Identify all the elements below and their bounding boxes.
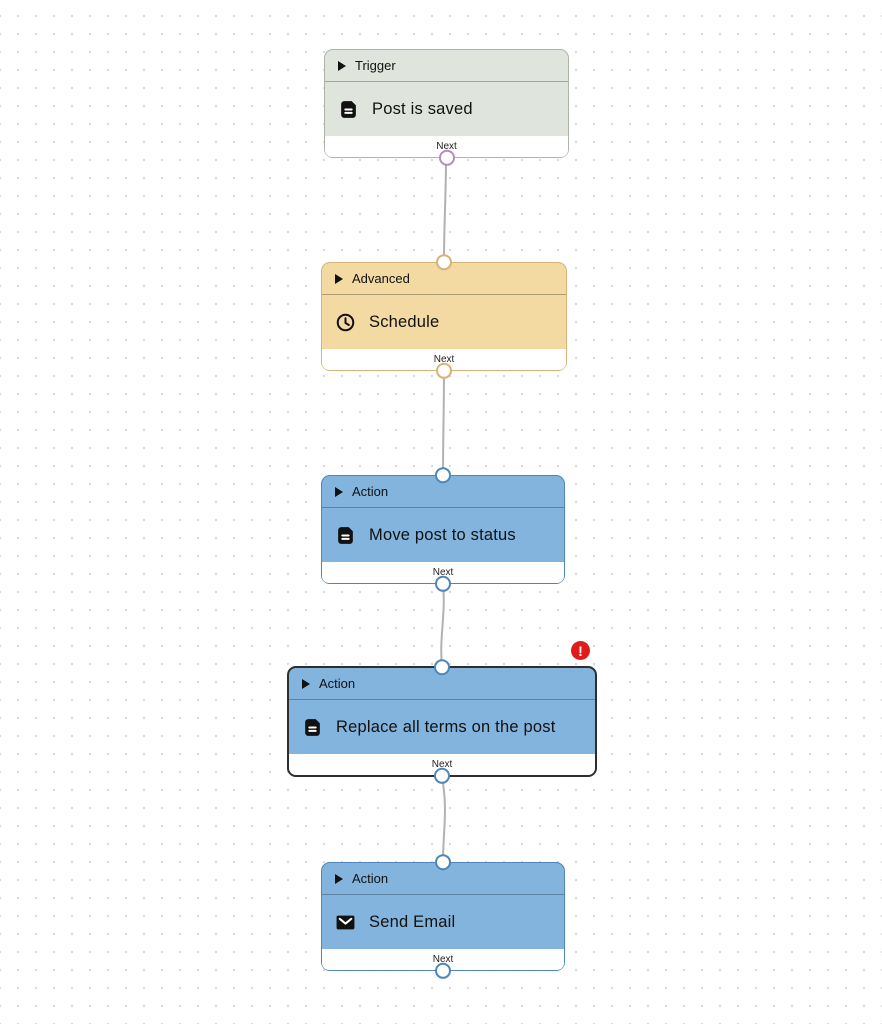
next-label: Next [432, 954, 454, 965]
node-category-label: Action [352, 871, 389, 886]
node-footer: Next [322, 349, 566, 370]
node-title: Replace all terms on the post [336, 717, 556, 736]
node-header[interactable]: Action [322, 863, 564, 895]
node-title: Move post to status [369, 525, 516, 544]
edge-replace-terms-to-send-email[interactable] [441, 776, 446, 863]
edge-trigger-to-schedule[interactable] [443, 157, 447, 263]
node-action-send-email[interactable]: Action Send Email Next [321, 854, 565, 979]
node-category-label: Advanced [352, 271, 410, 286]
node-footer: Next [325, 136, 568, 157]
next-label: Next [436, 141, 457, 152]
node-title: Post is saved [372, 99, 473, 118]
collapse-triangle-icon[interactable] [335, 273, 343, 284]
source-handle[interactable] [435, 962, 451, 979]
post-icon [341, 100, 356, 118]
target-handle[interactable] [435, 854, 451, 871]
error-glyph: ! [578, 642, 583, 659]
next-label: Next [433, 354, 455, 365]
source-handle[interactable] [438, 149, 455, 166]
collapse-triangle-icon[interactable] [338, 60, 346, 71]
node-title: Schedule [369, 312, 440, 331]
error-badge-icon: ! [571, 641, 590, 660]
mail-icon [336, 915, 355, 929]
collapse-triangle-icon[interactable] [335, 486, 343, 497]
node-body[interactable]: Post is saved [325, 82, 568, 136]
node-category-label: Action [352, 484, 389, 499]
source-handle[interactable] [434, 767, 450, 784]
node-trigger-post-is-saved[interactable]: Trigger Post is saved Next [324, 49, 569, 166]
target-handle[interactable] [435, 467, 451, 484]
next-label: Next [431, 759, 453, 770]
node-header[interactable]: Trigger [325, 50, 568, 82]
node-action-replace-all-terms[interactable]: ! Action Replace all terms on the post N… [287, 641, 597, 784]
node-footer: Next [322, 562, 564, 583]
node-footer: Next [289, 754, 595, 775]
node-body[interactable]: Schedule [322, 295, 566, 349]
next-label: Next [432, 567, 454, 578]
node-action-move-post-to-status[interactable]: Action Move post to status Next [321, 467, 565, 592]
collapse-triangle-icon[interactable] [302, 678, 310, 689]
target-handle[interactable] [436, 254, 452, 271]
node-header[interactable]: Advanced [322, 263, 566, 295]
edge-move-post-to-replace-terms[interactable] [440, 583, 445, 667]
node-header[interactable]: Action [322, 476, 564, 508]
node-header[interactable]: Action [289, 668, 595, 700]
node-footer: Next [322, 949, 564, 970]
node-category-label: Action [319, 676, 356, 691]
source-handle[interactable] [435, 575, 451, 592]
node-category-label: Trigger [355, 58, 396, 73]
edge-schedule-to-move-post[interactable] [442, 370, 445, 476]
node-title: Send Email [369, 912, 456, 931]
post-icon [338, 526, 353, 544]
node-body[interactable]: Move post to status [322, 508, 564, 562]
post-icon [305, 718, 320, 736]
source-handle[interactable] [436, 362, 452, 379]
node-body[interactable]: Replace all terms on the post [289, 700, 595, 754]
target-handle[interactable] [434, 659, 450, 676]
node-body[interactable]: Send Email [322, 895, 564, 949]
collapse-triangle-icon[interactable] [335, 873, 343, 884]
clock-icon [336, 313, 355, 331]
node-advanced-schedule[interactable]: Advanced Schedule Next [321, 254, 567, 379]
